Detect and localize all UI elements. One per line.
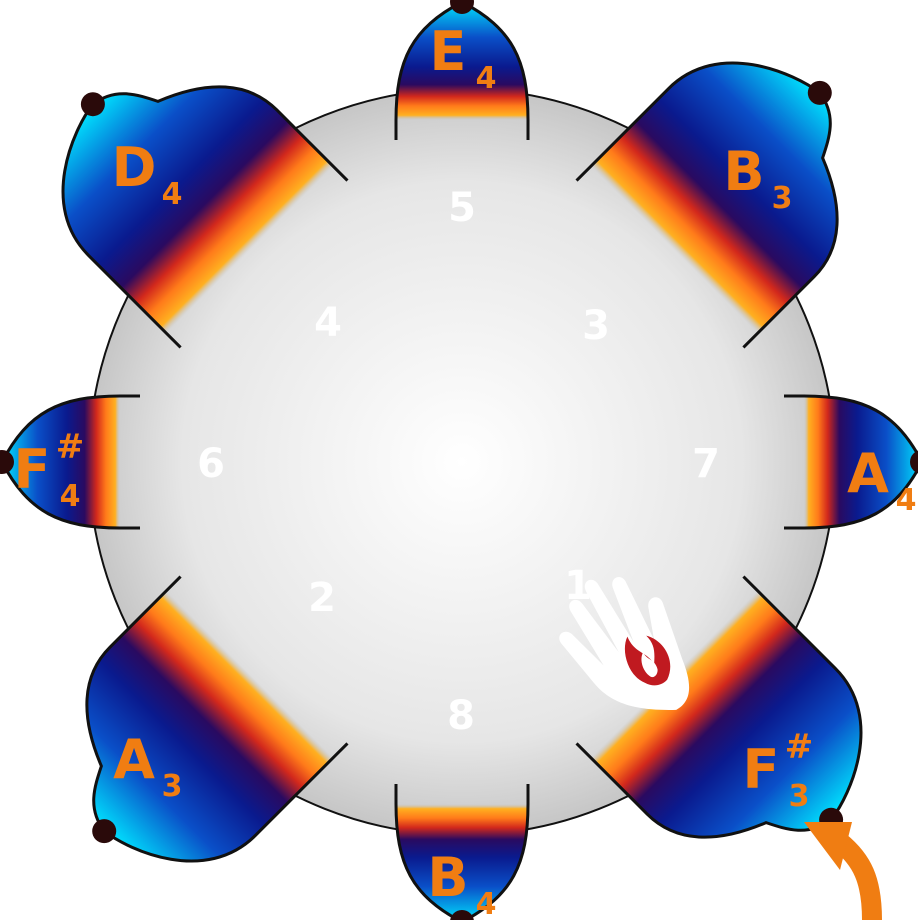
- note-letter: A: [847, 442, 889, 505]
- tongue-3-hole: [808, 81, 832, 105]
- note-accidental: #: [56, 427, 85, 467]
- note-octave: 3: [772, 181, 793, 216]
- tongue-number-7: 7: [692, 441, 720, 487]
- note-octave: 4: [476, 887, 497, 920]
- note-letter: B: [427, 846, 468, 909]
- tongue-number-8: 8: [447, 693, 475, 739]
- note-letter: E: [430, 20, 467, 83]
- tongue-number-3: 3: [582, 303, 610, 349]
- note-letter: F: [14, 438, 51, 501]
- note-letter: F: [743, 738, 780, 801]
- curved-arrow-icon: [804, 822, 872, 920]
- tongue-number-6: 6: [197, 441, 225, 487]
- note-letter: A: [113, 728, 155, 791]
- note-accidental: #: [785, 727, 814, 767]
- note-octave: 4: [476, 61, 497, 96]
- note-octave: 3: [789, 779, 810, 814]
- note-letter: D: [112, 136, 157, 199]
- note-letter: B: [723, 140, 764, 203]
- tongue-number-2: 2: [308, 575, 336, 621]
- note-octave: 4: [60, 479, 81, 514]
- tongue-4-hole: [81, 92, 105, 116]
- note-octave: 4: [162, 177, 183, 212]
- tongue-number-4: 4: [314, 300, 342, 346]
- note-octave: 3: [162, 769, 183, 804]
- tongue-number-5: 5: [448, 185, 476, 231]
- note-octave: 4: [896, 483, 917, 518]
- tongue-2-hole: [92, 819, 116, 843]
